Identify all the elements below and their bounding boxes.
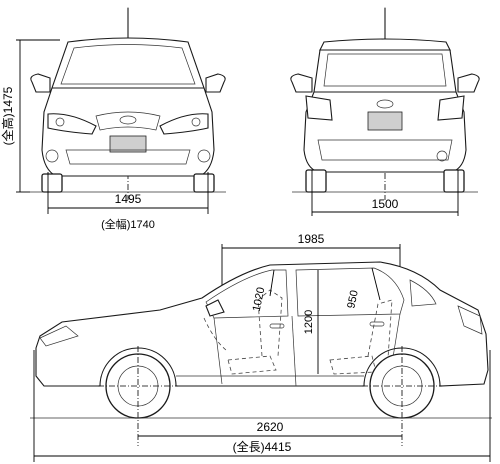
wheelbase-label: 2620 — [257, 420, 284, 434]
front-door-handle — [269, 323, 285, 329]
left-headlight-lens — [55, 117, 65, 127]
front-seat-to-roof-label: 1020 — [251, 286, 268, 312]
rear-emblem — [376, 99, 394, 109]
rear-license-plate — [367, 111, 403, 131]
rear-right-taillight — [437, 95, 465, 121]
overall-height-label: (全高)1475 — [0, 86, 15, 145]
front-headroom-line — [269, 269, 275, 297]
front-windshield-frame — [51, 37, 205, 89]
rear-left-taillight — [305, 95, 333, 121]
side-mirror — [205, 299, 225, 317]
overall-width-label: (全幅)1740 — [101, 217, 155, 231]
front-right-headlight — [159, 113, 209, 135]
side-quarter-window — [409, 279, 437, 307]
front-seat-back — [257, 289, 283, 357]
front-left-headlight — [47, 113, 97, 135]
steering-column — [203, 317, 227, 351]
rear-right-mirror — [457, 73, 480, 93]
interior-height-label: 1200 — [303, 310, 315, 334]
rear-window-glass — [323, 53, 447, 87]
front-left-foglight — [45, 149, 59, 163]
rear-left-mirror — [290, 73, 313, 93]
front-lower-intake — [65, 149, 191, 165]
front-left-tire — [41, 173, 63, 193]
side-rear-wheel — [369, 353, 435, 419]
rear-right-tire — [443, 169, 465, 193]
rear-view: 1500 — [290, 7, 480, 216]
front-door-line — [213, 317, 223, 385]
front-left-mirror — [30, 73, 51, 93]
front-right-tire — [193, 173, 215, 193]
side-taillight — [457, 305, 483, 335]
rear-seat-to-roof-label: 950 — [345, 289, 361, 309]
side-body — [35, 261, 489, 387]
rear-exhaust — [436, 150, 448, 162]
rear-track-label: 1500 — [372, 197, 399, 211]
side-view: 1985 1020 1200 950 — [30, 232, 492, 462]
front-right-mirror — [205, 73, 226, 93]
right-headlight-lens — [191, 117, 201, 127]
front-windshield-glass — [60, 44, 196, 85]
side-rear-window — [295, 267, 405, 317]
rear-bumper — [317, 139, 453, 161]
front-seat-cushion — [227, 355, 277, 375]
front-view: (全高)1475 1495 (全幅)1740 — [0, 7, 226, 231]
side-front-window — [205, 269, 289, 319]
front-emblem — [119, 115, 137, 125]
front-grille — [95, 111, 161, 131]
overall-length-label: (全長)4415 — [233, 439, 292, 454]
roof-length-label: 1985 — [298, 232, 325, 246]
rear-spoiler — [319, 38, 451, 51]
front-license-plate — [109, 135, 147, 153]
rear-headroom-line — [371, 267, 381, 301]
front-right-foglight — [197, 149, 211, 163]
side-headlight — [39, 325, 79, 347]
rear-door-handle — [369, 321, 385, 327]
front-track-label: 1495 — [115, 192, 142, 206]
rear-left-tire — [305, 169, 327, 193]
side-front-wheel — [105, 353, 171, 419]
door-divider-line — [291, 315, 297, 387]
